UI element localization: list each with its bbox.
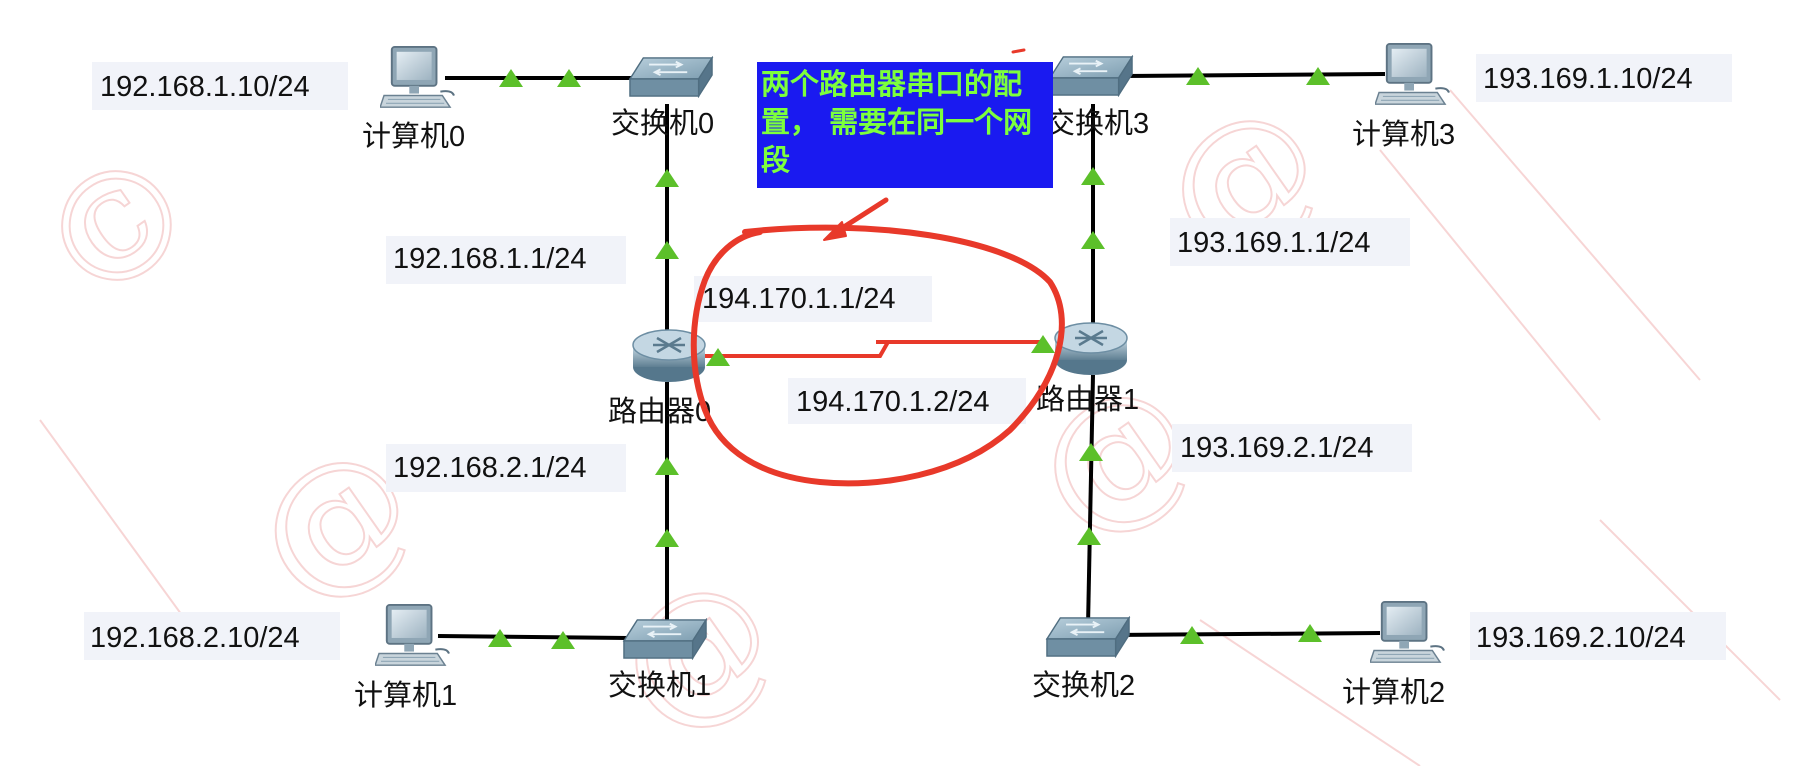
device-sw0[interactable]: [628, 56, 714, 98]
highlight-annotation: [690, 48, 1065, 487]
label-pc1: 计算机1: [354, 679, 457, 712]
ip-r0-lan2: 192.168.2.1/24: [393, 452, 587, 484]
pc-icon[interactable]: [375, 603, 450, 667]
label-pc0: 计算机0: [362, 120, 465, 153]
link-r1-sw2: [1086, 374, 1095, 627]
ip-r1-lan2: 193.169.2.1/24: [1180, 432, 1374, 464]
label-r0: 路由器0: [608, 395, 711, 428]
ip-pc3: 193.169.1.10/24: [1483, 63, 1693, 95]
switch-icon[interactable]: [1045, 616, 1131, 658]
label-sw3: 交换机3: [1046, 107, 1149, 140]
switch-icon[interactable]: [622, 618, 708, 660]
device-labels: 计算机0 计算机1 计算机2 计算机3 交换机0 交换机1 交换机2 交换机3 …: [354, 107, 1455, 712]
ip-pc0: 192.168.1.10/24: [100, 71, 310, 103]
label-sw2: 交换机2: [1032, 669, 1135, 702]
device-pc0[interactable]: [380, 45, 455, 109]
pc-icon[interactable]: [380, 45, 455, 109]
label-pc3: 计算机3: [1352, 118, 1455, 151]
svg-text:©: ©: [7, 114, 230, 343]
link-pc1-sw1: [437, 634, 629, 640]
device-pc1[interactable]: [375, 603, 450, 667]
device-sw3[interactable]: [1048, 55, 1134, 97]
pc-icon[interactable]: [1370, 600, 1445, 664]
link-sw2-pc2: [1109, 631, 1381, 637]
link-pc3-sw3: [1119, 72, 1386, 78]
ip-r0-serial: 194.170.1.1/24: [702, 283, 896, 315]
switch-icon[interactable]: [1048, 55, 1134, 97]
label-pc2: 计算机2: [1342, 676, 1445, 709]
device-pc3[interactable]: [1375, 42, 1450, 106]
annotation-note: 两个路由器串口的配置， 需要在同一个网段: [757, 62, 1053, 188]
link-status-markers: [488, 67, 1330, 649]
switch-icon[interactable]: [628, 56, 714, 98]
arrow-head-icon: [823, 221, 847, 241]
label-r1: 路由器1: [1036, 383, 1139, 416]
ip-r1-serial: 194.170.1.2/24: [796, 386, 990, 418]
pc-icon[interactable]: [1375, 42, 1450, 106]
device-sw1[interactable]: [622, 618, 708, 660]
svg-text:@: @: [223, 407, 446, 636]
label-sw1: 交换机1: [608, 669, 711, 702]
device-pc2[interactable]: [1370, 600, 1445, 664]
ip-r0-lan1: 192.168.1.1/24: [393, 243, 587, 275]
highlight-circle: [690, 224, 1065, 487]
links: [437, 72, 1386, 640]
serial-link-r0-r1: [700, 340, 1045, 358]
device-sw2[interactable]: [1045, 616, 1131, 658]
ip-pc2: 193.169.2.10/24: [1476, 622, 1686, 654]
router-icon[interactable]: [1053, 321, 1129, 377]
label-sw0: 交换机0: [611, 107, 714, 140]
device-r1[interactable]: [1053, 321, 1129, 377]
ip-pc1: 192.168.2.10/24: [90, 622, 300, 654]
ip-labels: 192.168.1.10/24 192.168.2.10/24 193.169.…: [84, 54, 1732, 660]
ip-r1-lan1: 193.169.1.1/24: [1177, 227, 1371, 259]
